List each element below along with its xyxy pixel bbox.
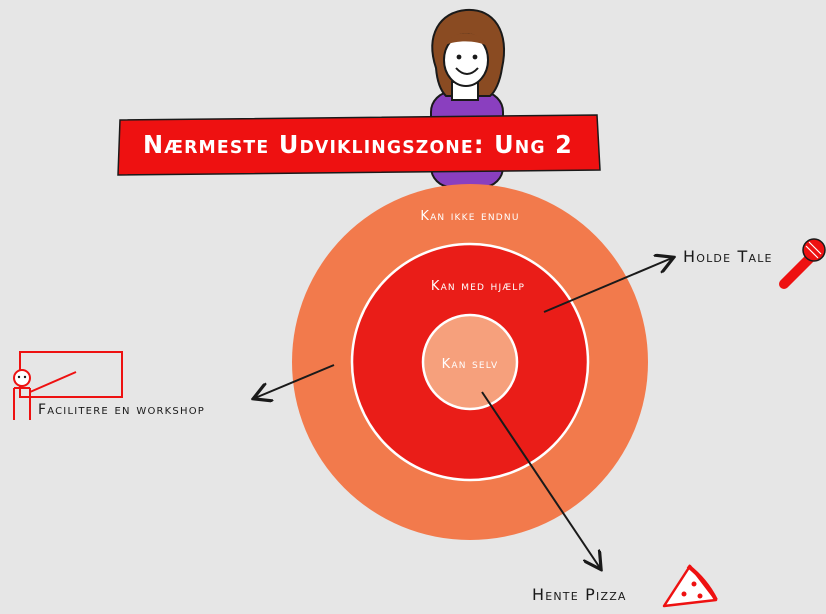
title-banner: Nærmeste Udviklingszone: Ung 2 [117,114,601,176]
example-holde-tale: Holde Tale [683,247,773,266]
microphone-icon [779,238,826,289]
zone-outer-label: Kan ikke endnu [420,209,519,224]
arrow-to-pizza [481,391,600,568]
zone-middle-label: Kan med hjælp [431,279,525,294]
arrow-to-holde-tale [543,258,672,313]
zone-inner-circle [421,313,519,411]
diagram-title: Nærmeste Udviklingszone: Ung 2 [143,130,573,159]
example-hente-pizza: Hente Pizza [532,585,627,604]
presenter-icon [13,369,77,420]
arrow-to-workshop [255,364,335,398]
example-facilitere: Facilitere en workshop [38,402,205,418]
pizza-icon [662,564,718,608]
zone-inner-label: Kan selv [442,357,499,372]
